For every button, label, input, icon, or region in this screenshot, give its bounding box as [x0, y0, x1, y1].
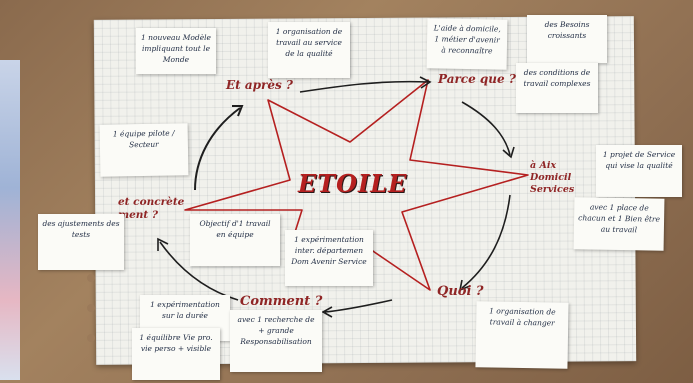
branch-label-how: Comment ?	[240, 294, 323, 309]
sticky-note: Objectif d'1 travail en équipe	[190, 214, 280, 266]
branch-label-what: Quoi ?	[437, 284, 484, 299]
punch-hole	[87, 304, 95, 312]
sticky-note: 1 organisation de travail à changer	[475, 301, 569, 369]
arrow-bottom	[324, 299, 393, 313]
sticky-note: avec 1 recherche de + grande Responsabil…	[230, 310, 322, 372]
punch-hole	[87, 334, 95, 342]
punch-hole	[87, 274, 95, 282]
sticky-note: L'aide à domicile, 1 métier d'avenir à r…	[426, 18, 508, 70]
branch-label-after: Et après ?	[226, 78, 293, 92]
arrow-right	[461, 101, 511, 156]
sticky-note: 1 équilibre Vie pro. vie perso + visible	[132, 328, 220, 380]
sticky-note: 1 organisation de travail au service de …	[268, 22, 350, 78]
sticky-note: des conditions de travail complexes	[516, 63, 598, 113]
sticky-note: 1 nouveau Modèle impliquant tout le Mond…	[136, 28, 216, 74]
branch-label-service: à Aix Domicil Services	[530, 160, 575, 195]
sticky-note: 1 expérimentation inter. départemen Dom …	[285, 230, 373, 286]
branch-label-because: Parce que ?	[438, 72, 516, 86]
sticky-note: 1 projet de Service qui vise la qualité	[596, 145, 682, 197]
arrow-top	[299, 80, 429, 93]
background-wall	[0, 60, 20, 380]
poster-title: ETOILE	[298, 169, 408, 198]
arrow-bottom-right	[461, 194, 511, 289]
branch-label-concretely: et concrète ment ?	[118, 196, 185, 221]
sticky-note: 1 équipe pilote / Secteur	[99, 123, 189, 177]
sticky-note: des Besoins croissants	[527, 15, 607, 63]
arrow-top-left	[194, 107, 241, 191]
sticky-note: avec 1 place de chacun et 1 Bien être au…	[573, 197, 665, 251]
star-outline	[184, 79, 529, 291]
sticky-note: des ajustements des tests	[38, 214, 124, 270]
